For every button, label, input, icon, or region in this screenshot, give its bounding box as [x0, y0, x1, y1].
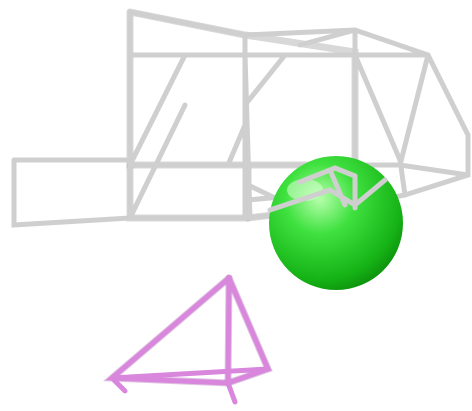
tetrahedron-shadow — [112, 278, 268, 383]
tetrahedron-edges — [112, 278, 268, 402]
wireframe-rods — [14, 12, 468, 225]
green-sphere — [269, 156, 403, 290]
wireframe-cage — [14, 12, 468, 225]
sphere-body — [269, 156, 403, 290]
tetrahedron — [112, 278, 268, 402]
